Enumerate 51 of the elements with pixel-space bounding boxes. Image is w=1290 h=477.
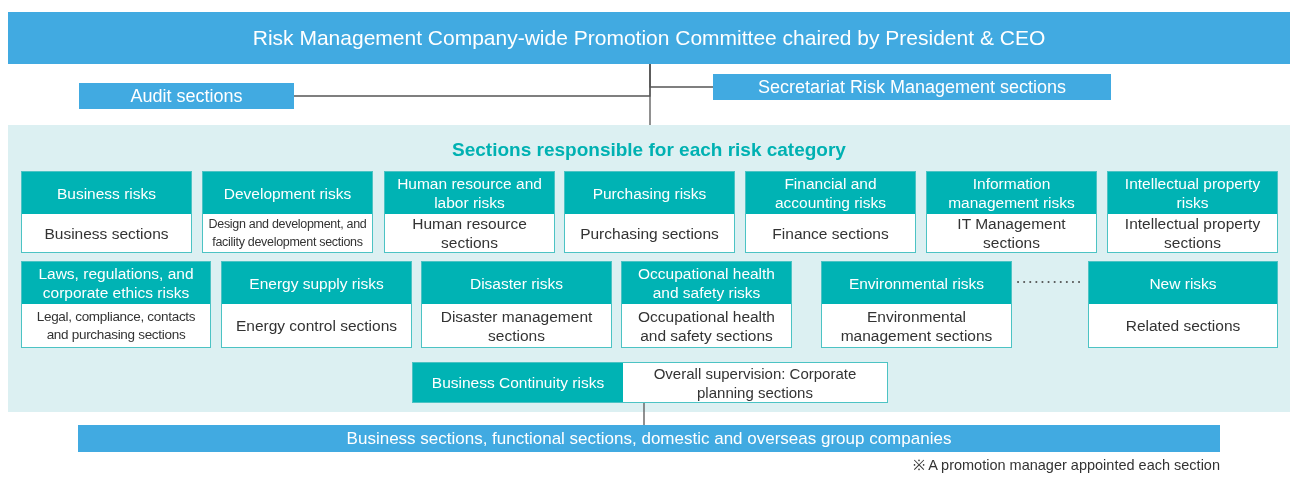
responsible-sections-text: Overall supervision: Corporate planning sections xyxy=(652,363,858,402)
risk-category-panel xyxy=(8,125,1290,412)
risk-category-header: Intellectual property risks xyxy=(1108,172,1277,214)
audit-box: Audit sections xyxy=(79,83,294,109)
dotted-line xyxy=(1017,281,1083,283)
responsible-sections-text: Design and development, and facility development sections xyxy=(207,216,368,251)
risk-card xyxy=(621,261,792,348)
risk-category-header: Purchasing risks xyxy=(565,172,734,214)
panel-title: Sections responsible for each risk category xyxy=(451,139,847,161)
responsible-sections-text: Environmental management sections xyxy=(839,306,994,346)
risk-card xyxy=(745,171,916,253)
secretariat-box: Secretariat Risk Management sections xyxy=(713,74,1111,100)
risk-card xyxy=(821,261,1012,348)
risk-category-header: New risks xyxy=(1089,262,1277,304)
responsible-sections-text: Related sections xyxy=(1124,316,1242,336)
risk-category-header: Human resource and labor risks xyxy=(385,172,554,214)
risk-card xyxy=(21,171,192,253)
risk-category-header: Business Continuity risks xyxy=(413,363,623,402)
responsible-sections-text: Legal, compliance, contacts and purchasing sections xyxy=(35,307,197,344)
responsible-sections-text: IT Management sections xyxy=(956,214,1067,252)
organization-bar: Business sections, functional sections, domestic and overseas group companies xyxy=(78,425,1220,452)
connector-line xyxy=(649,63,651,126)
risk-category-header: Business risks xyxy=(22,172,191,214)
risk-card xyxy=(564,171,735,253)
risk-category-header: Development risks xyxy=(203,172,372,214)
responsible-sections-text: Intellectual property sections xyxy=(1123,214,1262,252)
risk-card xyxy=(21,261,211,348)
risk-category-header: Environmental risks xyxy=(822,262,1011,304)
risk-card xyxy=(384,171,555,253)
responsible-sections-text: Human resource sections xyxy=(411,214,528,252)
risk-card xyxy=(221,261,412,348)
responsible-sections-text: Disaster management sections xyxy=(439,306,594,346)
responsible-sections-text: Business sections xyxy=(43,223,170,244)
risk-card xyxy=(1088,261,1278,348)
risk-card xyxy=(421,261,612,348)
responsible-sections-text: Energy control sections xyxy=(234,316,399,336)
responsible-sections-text: Purchasing sections xyxy=(579,223,720,244)
risk-category-header: Disaster risks xyxy=(422,262,611,304)
responsible-sections-text: Finance sections xyxy=(771,223,890,244)
risk-card xyxy=(1107,171,1278,253)
risk-category-header: Financial and accounting risks xyxy=(746,172,915,214)
risk-category-header: Laws, regulations, and corporate ethics risks xyxy=(22,262,210,304)
risk-category-header: Information management risks xyxy=(927,172,1096,214)
risk-category-header: Occupational health and safety risks xyxy=(622,262,791,304)
risk-card xyxy=(412,362,888,403)
risk-card xyxy=(202,171,373,253)
responsible-sections-text: Occupational health and safety sections xyxy=(637,306,776,346)
connector-line xyxy=(643,402,645,426)
committee-banner: Risk Management Company-wide Promotion Committee chaired by President & CEO xyxy=(8,12,1290,64)
risk-card xyxy=(926,171,1097,253)
risk-category-header: Energy supply risks xyxy=(222,262,411,304)
